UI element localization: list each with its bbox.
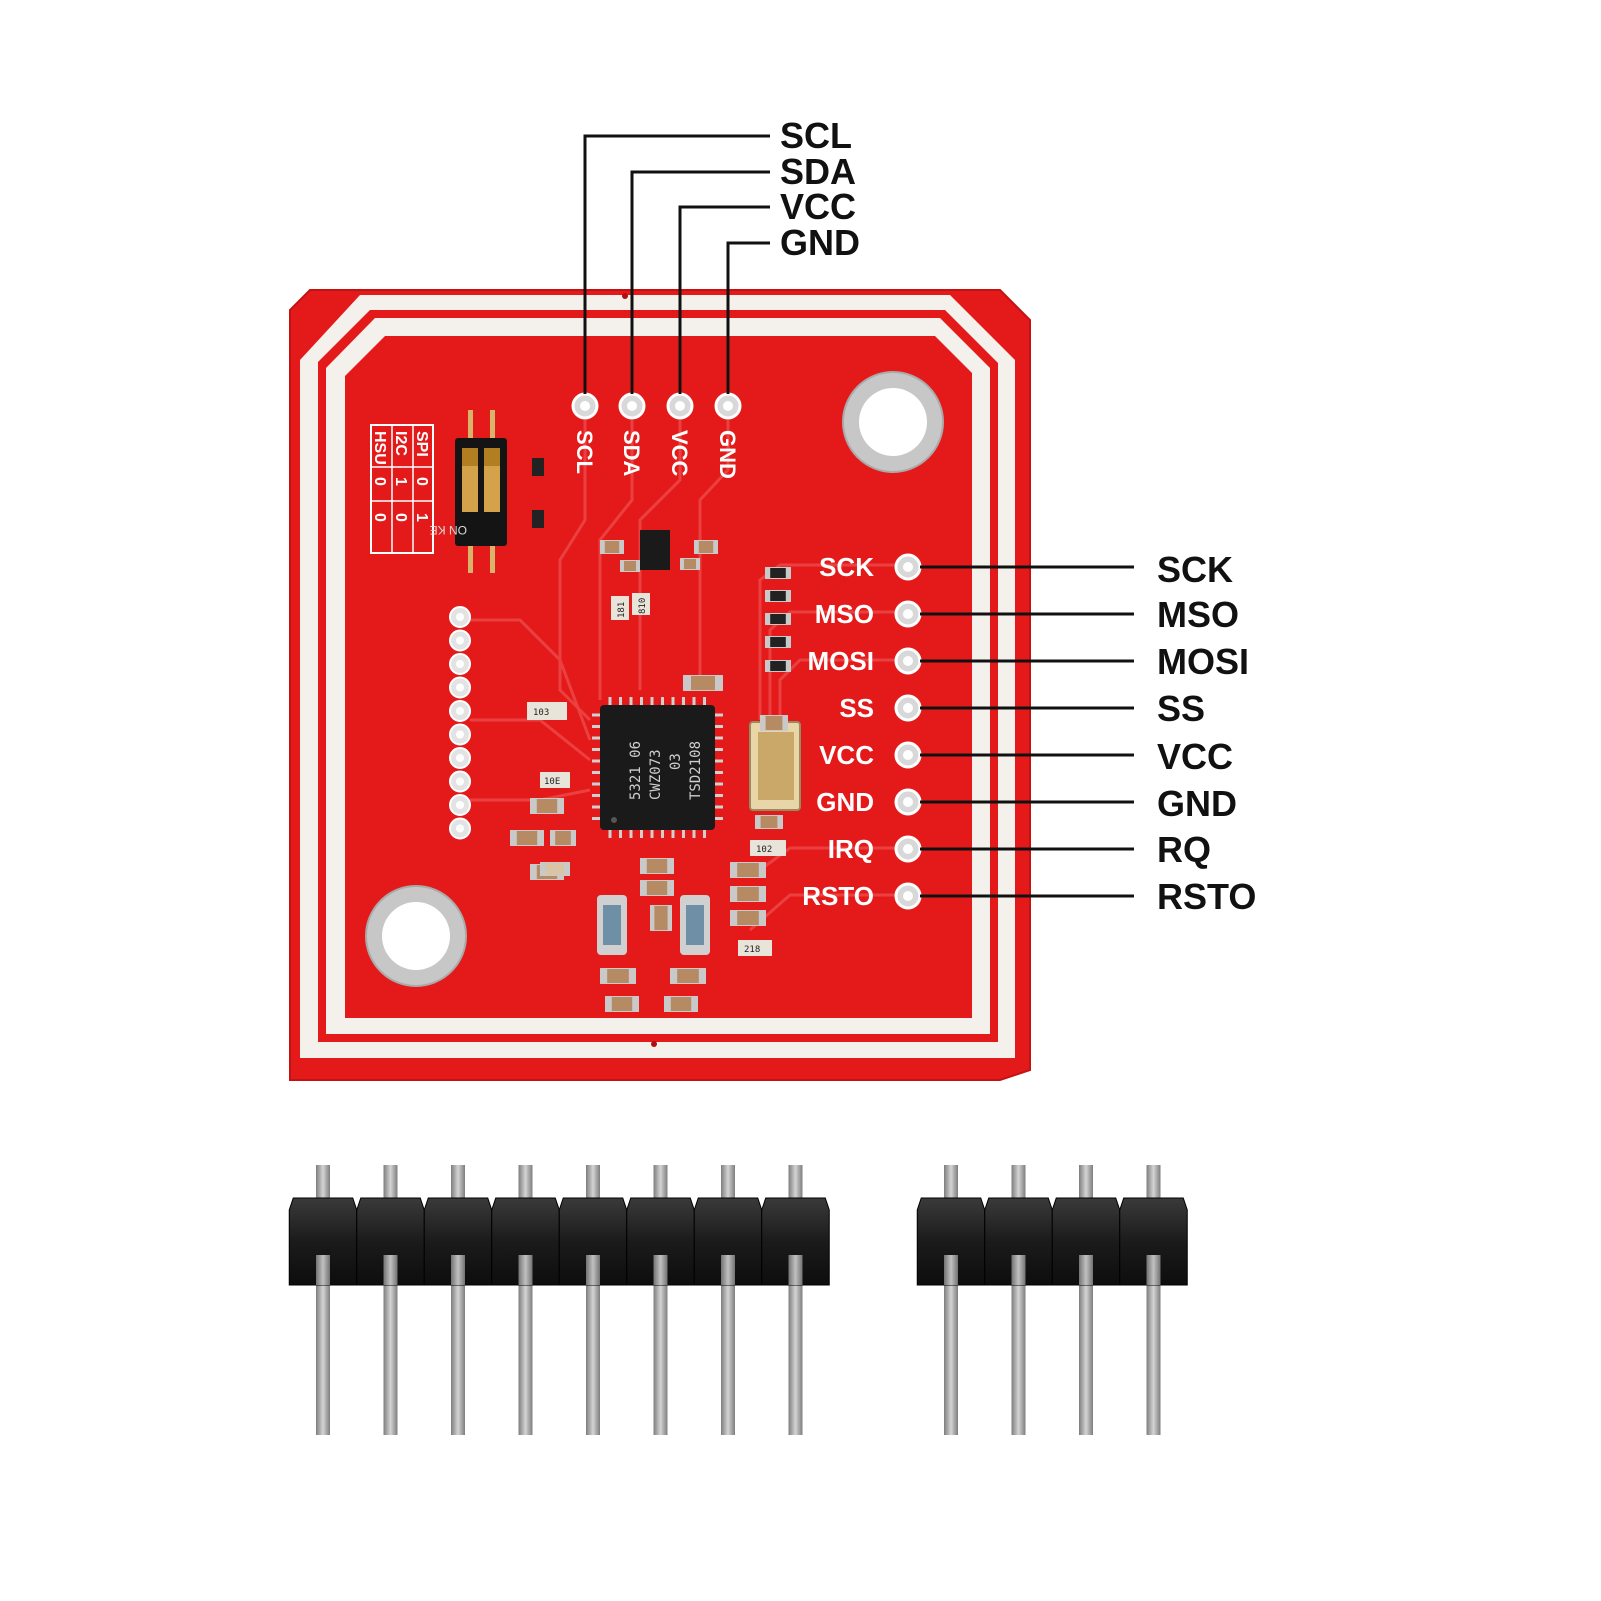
crystal-oscillator <box>749 721 801 811</box>
silk-right-sck: SCK <box>819 552 874 582</box>
mode-row-i2c-v1: 1 <box>392 477 409 486</box>
mode-select-table: HSU 0 0 I2C 1 0 SPI 0 1 <box>370 424 434 554</box>
header-pin-bottom <box>586 1270 600 1435</box>
header-pin-bottom <box>1011 1270 1026 1435</box>
callout-gnd-right: GND <box>1157 783 1237 824</box>
callout-line-top <box>630 170 770 394</box>
header-pin-bottom <box>316 1270 330 1435</box>
header-pin-bottom <box>944 1270 958 1435</box>
silk-right-mso: MSO <box>815 599 874 629</box>
header-pin-top <box>383 1165 398 1205</box>
silk-right-irq: IRQ <box>828 834 874 864</box>
header-pin-top <box>518 1165 533 1205</box>
mode-row-hsu-v2: 0 <box>371 513 388 522</box>
silk-right-vcc: VCC <box>819 740 874 770</box>
chip-line-3: 03 <box>668 753 684 770</box>
mode-row-spi: SPI <box>413 431 430 457</box>
spi-pad-row: SCK MSO MOSI SS VCC GND IRQ RSTO <box>802 552 922 911</box>
header-pin-bottom <box>383 1270 398 1435</box>
callout-ss: SS <box>1157 688 1205 729</box>
header-pin-top <box>1011 1165 1026 1205</box>
pn532-chip: 5321 06 CWZ073 03 TSD2108 <box>592 697 723 838</box>
header-pin-bottom <box>518 1270 533 1435</box>
header-pin-bottom <box>721 1270 735 1435</box>
silk-right-gnd: GND <box>816 787 874 817</box>
header-pin-top <box>316 1165 330 1205</box>
header-pin-top <box>586 1165 600 1205</box>
callout-sda: SDA <box>780 151 856 192</box>
header-pin-top <box>944 1165 958 1205</box>
callout-line-top <box>583 134 770 394</box>
pin-header-8 <box>288 1165 830 1435</box>
dip-switch[interactable]: ON KE <box>430 410 507 573</box>
header-pin-bottom <box>1146 1270 1161 1435</box>
callout-vcc-top: VCC <box>780 186 856 227</box>
callout-line-top <box>726 241 770 394</box>
silk-right-rsto: RSTO <box>802 881 874 911</box>
header-pin-bottom <box>653 1270 668 1435</box>
chip-line-2: CWZ073 <box>648 749 664 800</box>
code-181: 181 <box>617 602 627 618</box>
i2c-callouts: SCL SDA VCC GND <box>780 115 860 263</box>
mode-row-hsu: HSU <box>371 431 388 465</box>
mounting-hole-bottom-left <box>365 885 467 987</box>
code-218: 218 <box>744 945 760 955</box>
callout-rsto: RSTO <box>1157 876 1256 917</box>
silk-right-mosi: MOSI <box>808 646 874 676</box>
callout-scl: SCL <box>780 115 852 156</box>
callout-mso: MSO <box>1157 594 1239 635</box>
code-810: 810 <box>638 598 648 614</box>
callout-gnd-top: GND <box>780 222 860 263</box>
callout-lines <box>583 134 1134 898</box>
header-block <box>761 1197 830 1286</box>
dip-toggle-1[interactable] <box>462 448 478 466</box>
chip-line-1: 5321 06 <box>628 741 644 800</box>
mode-row-i2c-v2: 0 <box>392 513 409 522</box>
smd-components <box>510 458 791 1012</box>
silk-top-scl: SCL <box>572 430 597 474</box>
header-pin-top <box>721 1165 735 1205</box>
callout-line-top <box>678 205 770 394</box>
callout-sck: SCK <box>1157 549 1233 590</box>
chip-line-4: TSD2108 <box>688 741 704 800</box>
header-pin-bottom <box>1079 1270 1093 1435</box>
header-pin-top <box>653 1165 668 1205</box>
component-code-labels: 103 10E 102 181 810 218 <box>527 593 786 956</box>
silk-top-gnd: GND <box>715 430 740 479</box>
silk-top-sda: SDA <box>619 430 644 477</box>
dip-switch-label: ON KE <box>430 523 467 537</box>
header-pin-top <box>1146 1165 1161 1205</box>
code-102: 102 <box>756 845 772 855</box>
pin-header-4 <box>916 1165 1188 1435</box>
header-pin-top <box>788 1165 803 1205</box>
header-block <box>1119 1197 1188 1286</box>
callout-vcc-right: VCC <box>1157 736 1233 777</box>
mode-row-i2c: I2C <box>392 431 409 456</box>
mounting-hole-top-right <box>842 371 944 473</box>
callout-rq: RQ <box>1157 829 1211 870</box>
mode-row-spi-v2: 1 <box>413 513 430 522</box>
header-pin-top <box>1079 1165 1093 1205</box>
mode-row-hsu-v1: 0 <box>371 477 388 486</box>
small-ic <box>640 530 670 570</box>
header-pin-bottom <box>788 1270 803 1435</box>
callout-mosi: MOSI <box>1157 641 1249 682</box>
header-pin-top <box>451 1165 465 1205</box>
silk-top-vcc: VCC <box>667 430 692 477</box>
left-pad-row <box>449 606 471 840</box>
header-pin-bottom <box>451 1270 465 1435</box>
silk-right-ss: SS <box>839 693 874 723</box>
dip-toggle-2[interactable] <box>484 448 500 466</box>
spi-callouts: SCK MSO MOSI SS VCC GND RQ RSTO <box>1157 549 1256 917</box>
pcb-board: HSU 0 0 I2C 1 0 SPI 0 1 ON KE <box>289 289 1031 1081</box>
code-103: 103 <box>533 708 549 718</box>
mode-row-spi-v1: 0 <box>413 477 430 486</box>
code-10e: 10E <box>544 777 560 787</box>
